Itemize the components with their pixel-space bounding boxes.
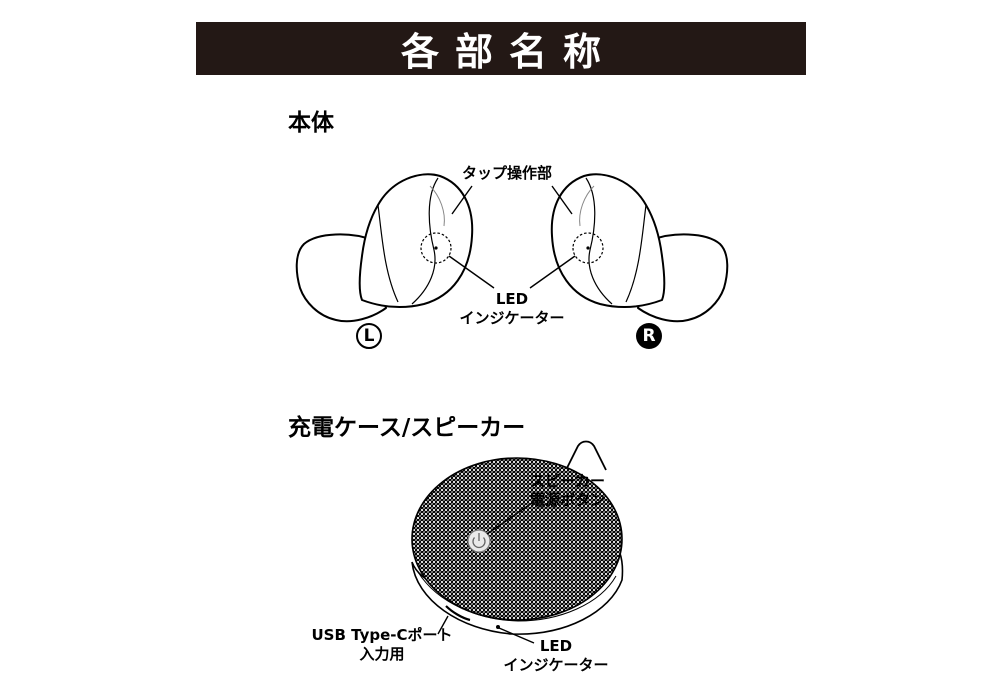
label-power-line2: 電源ボタン [530,491,606,509]
left-badge: L [356,323,382,349]
label-led-line2: インジケーター [459,309,565,327]
left-earbud-illustration [295,173,474,323]
header-bar: 各部名称 [196,22,806,75]
label-case-led-line1: LED [539,637,573,655]
label-usb-line1: USB Type-Cポート [311,626,453,644]
speaker-mesh-top [411,457,623,621]
right-earbud-shell [550,173,666,308]
right-earbud-illustration [550,173,729,323]
label-power-line1: スピーカー [530,472,606,490]
label-tap-area: タップ操作部 [461,164,552,182]
power-icon [472,537,486,549]
left-earbud-shell [358,173,474,308]
leader-case-led [498,627,535,644]
leader-usb-port [437,615,449,635]
left-earbud-inner-curve [411,177,439,305]
right-led-indicator-ring [572,232,604,264]
label-case-led-line2: インジケーター [503,656,609,674]
section-title-case: 充電ケース/スピーカー [288,415,526,441]
left-earbud-edge-curve [377,204,399,303]
left-led-indicator-ring [420,232,452,264]
label-case-led: LED インジケーター [486,637,626,675]
section-title-earbuds: 本体 [288,110,334,136]
leader-tap-right [551,185,573,215]
usb-port [445,605,471,622]
leader-led-left [448,255,495,289]
label-power-button: スピーカー 電源ボタン [530,472,605,510]
label-usb-line2: 入力用 [359,645,405,663]
leader-tap-left [451,185,473,215]
label-led-indicator: LED インジケーター [442,290,582,328]
label-led-line1: LED [495,290,529,308]
charging-case-illustration [411,440,624,635]
right-earbud-inner-curve [585,177,613,305]
right-earbud-edge-curve [625,204,647,303]
label-usb-port: USB Type-Cポート 入力用 [296,626,468,664]
left-led-dot [434,246,438,250]
case-seam [417,571,617,622]
right-badge: R [636,323,662,349]
page-title: 各部名称 [400,30,617,74]
right-led-dot [586,246,590,250]
leader-power-button [486,502,533,535]
leader-led-right [529,255,576,289]
